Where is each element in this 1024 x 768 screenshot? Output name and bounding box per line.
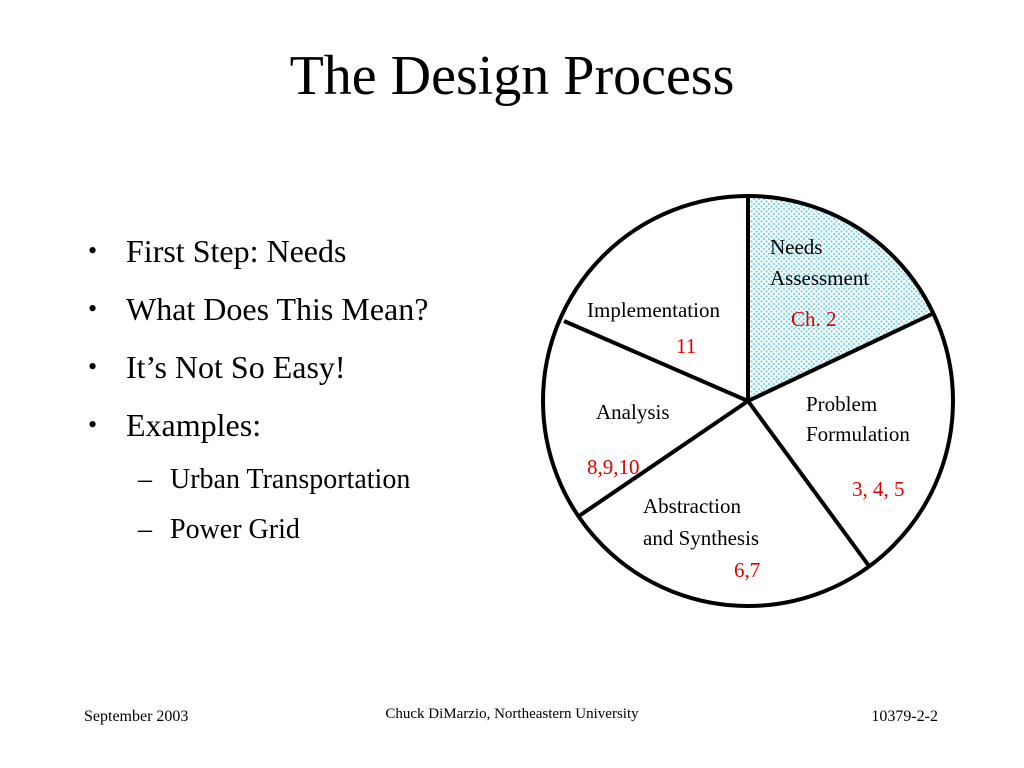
bullet-marker: •: [88, 352, 98, 381]
divider-line: [577, 399, 750, 518]
footer-date: September 2003: [84, 708, 189, 725]
dash-marker: –: [138, 464, 152, 495]
bullet-marker: •: [88, 294, 98, 323]
bullet-marker: •: [88, 236, 98, 265]
sub-bullet-text: Urban Transportation: [170, 464, 411, 495]
divider-line: [563, 319, 749, 403]
bullet-item: • First Step: Needs: [84, 228, 504, 274]
divider-line: [747, 312, 933, 403]
chapter-label-problem: 3, 4, 5: [852, 477, 905, 501]
bullet-text: It’s Not So Easy!: [126, 349, 346, 385]
divider-line: [746, 399, 871, 568]
sub-bullet-item: – Power Grid: [84, 510, 504, 550]
bullet-list: • First Step: Needs • What Does This Mea…: [84, 228, 504, 560]
sub-bullet-text: Power Grid: [170, 514, 300, 545]
segment-label-needs: Needs: [770, 235, 822, 259]
bullet-item: • Examples:: [84, 402, 504, 448]
chapter-label-analysis: 8,9,10: [587, 455, 640, 479]
bullet-text: Examples:: [126, 407, 262, 443]
chapter-label-needs: Ch. 2: [791, 307, 837, 331]
segment-label-assessment: Assessment: [770, 266, 869, 290]
segment-label-abstraction: Abstraction: [643, 494, 741, 518]
chapter-label-abstraction: 6,7: [734, 558, 760, 582]
needs-assessment-segment-fill: [748, 195, 932, 401]
segment-label-implementation: Implementation: [587, 298, 720, 322]
segment-label-and-synthesis: and Synthesis: [643, 526, 759, 550]
bullet-text: What Does This Mean?: [126, 291, 429, 327]
segment-label-formulation: Formulation: [806, 422, 910, 446]
chapter-label-implementation: 11: [676, 334, 696, 358]
segment-label-analysis: Analysis: [596, 400, 670, 424]
bullet-text: First Step: Needs: [126, 233, 347, 269]
dash-marker: –: [138, 514, 152, 545]
footer-author: Chuck DiMarzio, Northeastern University: [385, 706, 639, 722]
bullet-marker: •: [88, 410, 98, 439]
slide-title: The Design Process: [289, 45, 735, 107]
bullet-item: • What Does This Mean?: [84, 286, 456, 332]
sub-bullet-item: – Urban Transportation: [84, 460, 504, 500]
segment-label-problem: Problem: [806, 392, 877, 416]
footer-slide-number: 10379-2-2: [871, 708, 938, 725]
bullet-item: • It’s Not So Easy!: [84, 344, 504, 390]
